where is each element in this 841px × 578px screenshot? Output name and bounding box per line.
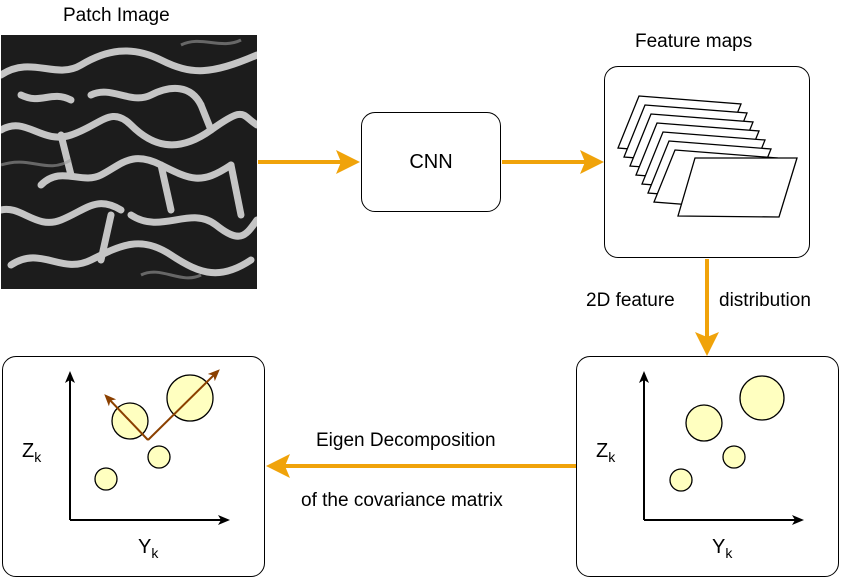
- bubble: [669, 468, 693, 492]
- bubble: [739, 375, 785, 421]
- feature-maps-title: Feature maps: [635, 31, 753, 52]
- eigenvector-minor: [104, 394, 149, 441]
- left-y-axis-label: Yk: [138, 536, 159, 561]
- right-y-axis-label: Yk: [712, 536, 733, 561]
- eigen-plot-box: [2, 356, 265, 577]
- cnn-label: CNN: [409, 150, 453, 173]
- edge-label-covariance-matrix: of the covariance matrix: [301, 490, 503, 511]
- feature-maps-box: [604, 66, 810, 258]
- patch-image: [1, 35, 257, 289]
- feature-stack-icon: [617, 95, 798, 218]
- right-z-axis-label: Zk: [596, 440, 616, 465]
- patch-image-title: Patch Image: [63, 5, 170, 26]
- eigenvector-major: [147, 369, 220, 441]
- bubble: [685, 404, 723, 442]
- edge-label-2d-feature: 2D feature: [586, 290, 675, 311]
- edge-label-eigen-decomposition: Eigen Decomposition: [316, 430, 496, 451]
- bubble: [147, 445, 171, 469]
- cnn-box: CNN: [361, 112, 501, 212]
- bubble: [722, 445, 746, 469]
- distribution-plot-box: [576, 356, 839, 577]
- bubble: [94, 467, 118, 491]
- left-z-axis-label: Zk: [22, 440, 42, 465]
- edge-label-distribution: distribution: [719, 290, 811, 311]
